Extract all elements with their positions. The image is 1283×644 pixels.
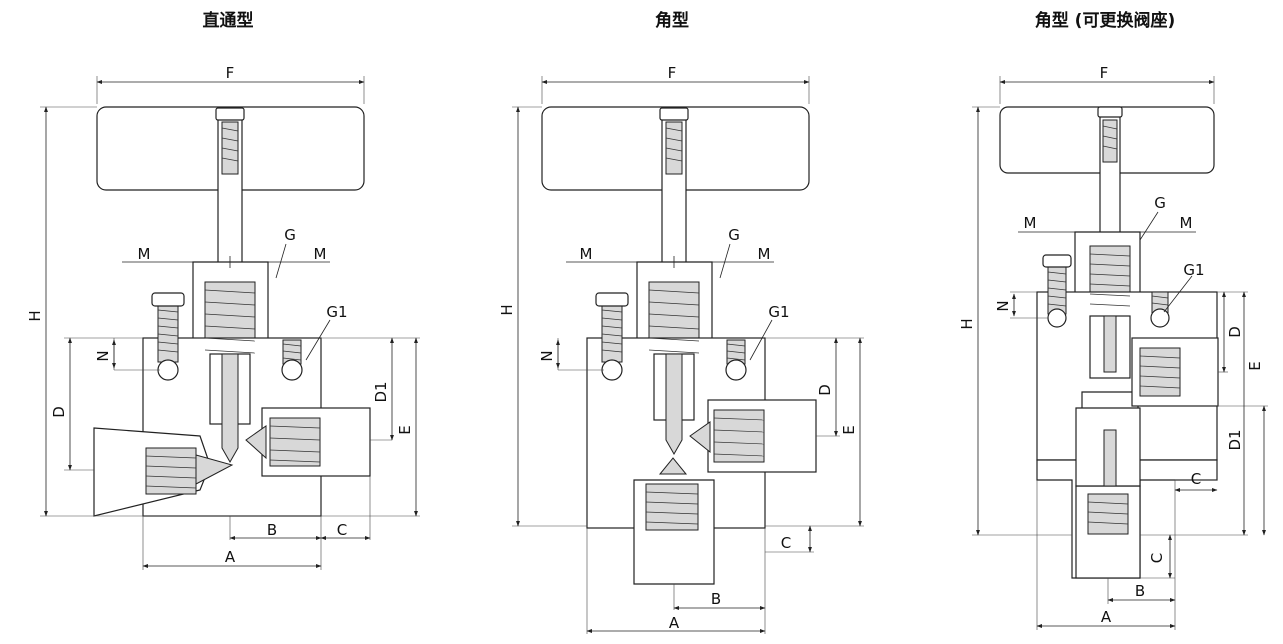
angle-valve-drawing: F H M M G G1 N D E C B A	[498, 64, 864, 634]
label-g1: G1	[326, 303, 347, 321]
label-n: N	[994, 300, 1012, 311]
mounting-screw-left	[157, 299, 179, 363]
label-g: G	[1154, 194, 1166, 212]
label-e: E	[396, 425, 414, 434]
label-d1: D1	[372, 381, 390, 402]
label-d: D	[1226, 326, 1244, 338]
title-angle-type: 角型	[655, 11, 689, 31]
label-a: A	[1101, 608, 1112, 626]
label-g1: G1	[1183, 261, 1204, 279]
label-b: B	[1135, 582, 1145, 600]
label-d1: D1	[1226, 429, 1244, 450]
label-f: F	[668, 64, 677, 82]
label-m-right: M	[758, 245, 771, 263]
label-m-right: M	[1180, 214, 1193, 232]
straight-valve-drawing: F H M M G G1 N D D1 E B C A	[26, 64, 420, 570]
label-h: H	[26, 310, 44, 321]
label-g: G	[284, 226, 296, 244]
label-g1: G1	[768, 303, 789, 321]
label-d: D	[816, 384, 834, 396]
label-c-upper: C	[1191, 470, 1201, 488]
title-straight-type: 直通型	[202, 11, 254, 31]
label-m-left: M	[580, 245, 593, 263]
label-c: C	[337, 521, 347, 539]
label-m-left: M	[138, 245, 151, 263]
label-n: N	[538, 350, 556, 361]
label-h: H	[958, 318, 976, 329]
label-b: B	[711, 590, 721, 608]
angle-replaceable-seat-valve-drawing: F H M M G G1 N D E D1 C C B A	[958, 64, 1268, 630]
mounting-screw-left	[601, 299, 623, 363]
label-c-lower: C	[1148, 553, 1166, 563]
label-d: D	[50, 406, 68, 418]
label-b: B	[267, 521, 277, 539]
label-e: E	[840, 425, 858, 434]
title-angle-replaceable-seat: 角型 (可更换阀座)	[1034, 11, 1176, 31]
label-c: C	[781, 534, 791, 552]
label-f: F	[1100, 64, 1109, 82]
label-f: F	[226, 64, 235, 82]
label-a: A	[225, 548, 236, 566]
label-n: N	[94, 350, 112, 361]
label-a: A	[669, 614, 680, 632]
label-e: E	[1246, 361, 1264, 370]
label-m-right: M	[314, 245, 327, 263]
label-g: G	[728, 226, 740, 244]
label-h: H	[498, 304, 516, 315]
label-m-left: M	[1024, 214, 1037, 232]
